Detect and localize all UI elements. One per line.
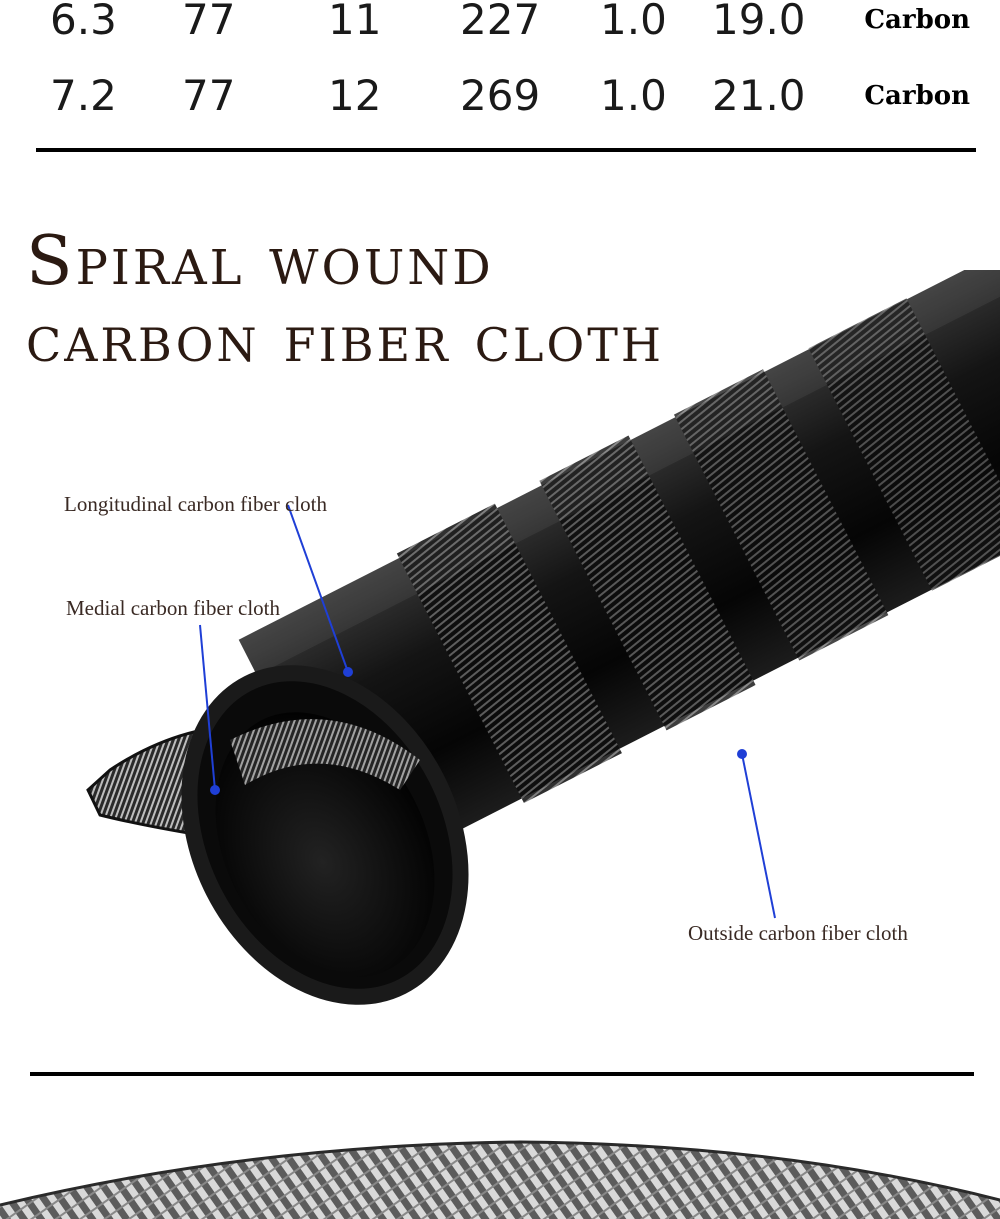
butt-diameter-value: 21.0 (712, 71, 806, 120)
longitudinal-pointer-dot (343, 667, 353, 677)
callout-longitudinal: Longitudinal carbon fiber cloth (64, 492, 328, 516)
tube-body (238, 270, 1000, 881)
rod-closeup-image (0, 1140, 1000, 1219)
outside-pointer-line (741, 753, 776, 919)
length-value: 6.3 (50, 0, 117, 44)
longitudinal-pointer-line (287, 504, 349, 673)
weight-value: 227 (460, 0, 541, 44)
medial-pointer-dot (210, 785, 220, 795)
callout-medial: Medial carbon fiber cloth (66, 596, 280, 620)
headline-line-1: Spiral wound (26, 222, 494, 301)
closed-length-value: 77 (182, 0, 236, 44)
material-value: Carbon (864, 5, 970, 35)
butt-diameter-value: 19.0 (712, 0, 806, 44)
bottom-divider (30, 1072, 974, 1076)
closed-length-value: 77 (182, 71, 236, 120)
carbon-rod-illustration (86, 270, 1000, 1005)
tip-diameter-value: 1.0 (600, 0, 667, 44)
medial-pointer-line (199, 624, 216, 791)
top-divider (36, 148, 976, 152)
tip-diameter-value: 1.0 (600, 71, 667, 120)
headline-line-2: carbon fiber cloth (26, 300, 664, 377)
table-row: 6.3 77 11 227 1.0 19.0 Carbon (0, 0, 1000, 50)
table-row: 7.2 77 12 269 1.0 21.0 Carbon (0, 66, 1000, 126)
sections-value: 12 (328, 71, 382, 120)
sections-value: 11 (328, 0, 382, 44)
material-value: Carbon (864, 81, 970, 111)
weight-value: 269 (460, 71, 541, 120)
outside-pointer-dot (737, 749, 747, 759)
length-value: 7.2 (50, 71, 117, 120)
callout-outside: Outside carbon fiber cloth (688, 921, 908, 945)
